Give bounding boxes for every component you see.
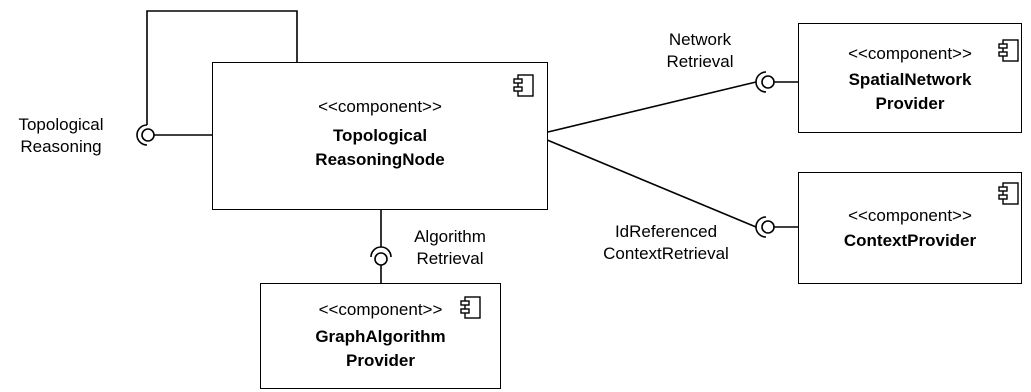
topological-reasoning-label: Topological Reasoning [18,115,104,156]
component-context-provider[interactable]: <<component>> ContextProvider [798,172,1022,284]
component-name-line2: Provider [875,94,945,113]
network-retrieval-label: Network Retrieval [666,30,734,71]
component-name-line1: Topological [332,126,428,145]
topological-reasoning-socket [136,124,148,146]
network-retrieval-connector [547,81,757,133]
component-icon [998,182,1019,205]
component-spatial-network-provider[interactable]: <<component>> SpatialNetwork Provider [798,23,1022,133]
component-graph-algorithm-provider[interactable]: <<component>> GraphAlgorithm Provider [260,283,501,389]
component-name-line1: GraphAlgorithm [315,327,446,346]
context-retrieval-connector [539,136,757,228]
algorithm-retrieval-label: Algorithm Retrieval [414,227,486,268]
component-icon [513,74,534,97]
stereotype-label: <<component>> [318,300,443,319]
component-icon [460,296,481,319]
component-icon [998,39,1019,62]
context-retrieval-label: IdReferenced ContextRetrieval [603,222,729,263]
algorithm-retrieval-socket [370,246,392,258]
network-retrieval-socket [755,71,767,93]
self-loop-connector [146,10,298,125]
context-retrieval-socket [755,216,767,238]
stereotype-label: <<component>> [318,97,442,116]
algorithm-retrieval-ball [374,252,388,266]
stereotype-label: <<component>> [848,44,972,63]
component-name-line2: Provider [346,351,415,370]
topological-reasoning-ball [141,128,155,142]
component-name-line1: SpatialNetwork [848,70,972,89]
context-retrieval-ball [761,220,775,234]
component-topological-reasoning-node[interactable]: <<component>> Topological ReasoningNode [212,62,548,210]
component-name-line2: ReasoningNode [315,150,445,169]
network-retrieval-ball [761,75,775,89]
stereotype-label: <<component>> [848,206,972,225]
component-name-line1: ContextProvider [843,231,977,250]
